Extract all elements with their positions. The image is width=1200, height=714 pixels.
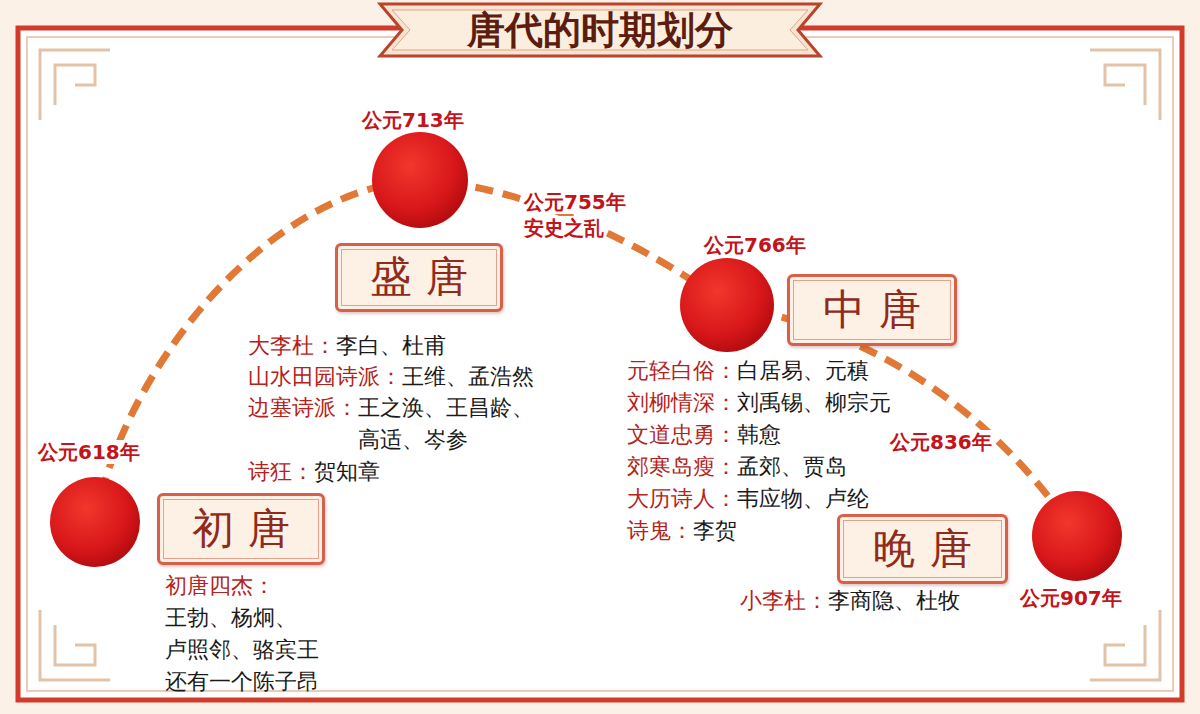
title-box: 唐代的时期划分 (380, 4, 820, 56)
poet-names: 李白、杜甫 (336, 333, 446, 359)
year-label: 公元907年 (1018, 586, 1124, 610)
poet-names: 卢照邻、骆宾王 (165, 637, 319, 663)
corner-ornaments (40, 50, 1160, 680)
poet-names: 高适、岑参 (358, 427, 468, 453)
poet-group: 诗鬼： (627, 518, 693, 544)
poet-group: 山水田园诗派： (248, 364, 402, 390)
poet-names: 李商隐、杜牧 (828, 588, 960, 614)
year-label: 安史之乱 (522, 216, 606, 240)
poet-group: 小李杜： (740, 588, 828, 614)
period-box: 初唐 (157, 493, 325, 565)
poet-names: 李贺 (693, 518, 737, 544)
poet-names: 白居易、元稹 (737, 358, 869, 384)
poet-group: 刘柳情深： (627, 390, 737, 416)
poet-names: 韦应物、卢纶 (737, 486, 869, 512)
poet-names: 王之涣、王昌龄、 (358, 395, 534, 421)
year-label: 公元713年 (360, 108, 466, 132)
poet-group: 大历诗人： (627, 486, 737, 512)
title: 唐代的时期划分 (467, 5, 733, 56)
poet-group: 郊寒岛瘦： (627, 454, 737, 480)
period-box: 晚唐 (837, 514, 1008, 584)
period-name: 初唐 (192, 506, 305, 552)
poet-names: 王维、孟浩然 (402, 364, 534, 390)
poet-group: 诗狂： (248, 459, 314, 485)
poet-group: 大李杜： (248, 333, 336, 359)
year-label: 公元836年 (888, 430, 994, 454)
frame (18, 28, 1182, 700)
poet-group: 初唐四杰： (165, 573, 275, 599)
poet-names: 刘禹锡、柳宗元 (737, 390, 891, 416)
poet-group: 文道忠勇： (627, 422, 737, 448)
poet-group: 边塞诗派： (248, 395, 358, 421)
inner-frame (27, 37, 1173, 691)
poet-names: 还有一个陈子昂 (165, 669, 319, 695)
period-box: 中唐 (787, 274, 957, 346)
year-label: 公元755年 (522, 190, 628, 214)
poet-names: 韩愈 (737, 422, 781, 448)
year-label: 公元766年 (702, 233, 808, 257)
period-name: 晚唐 (873, 526, 986, 572)
poet-group: 元轻白俗： (627, 358, 737, 384)
title-banner (380, 4, 820, 56)
period-name: 盛唐 (370, 254, 483, 300)
timeline-curve (95, 180, 1077, 536)
poet-names: 孟郊、贾岛 (737, 454, 847, 480)
poet-names: 贺知章 (314, 459, 380, 485)
year-label: 公元618年 (36, 440, 142, 464)
period-box: 盛唐 (335, 243, 503, 312)
poet-names: 王勃、杨炯、 (165, 605, 297, 631)
period-name: 中唐 (823, 287, 936, 333)
